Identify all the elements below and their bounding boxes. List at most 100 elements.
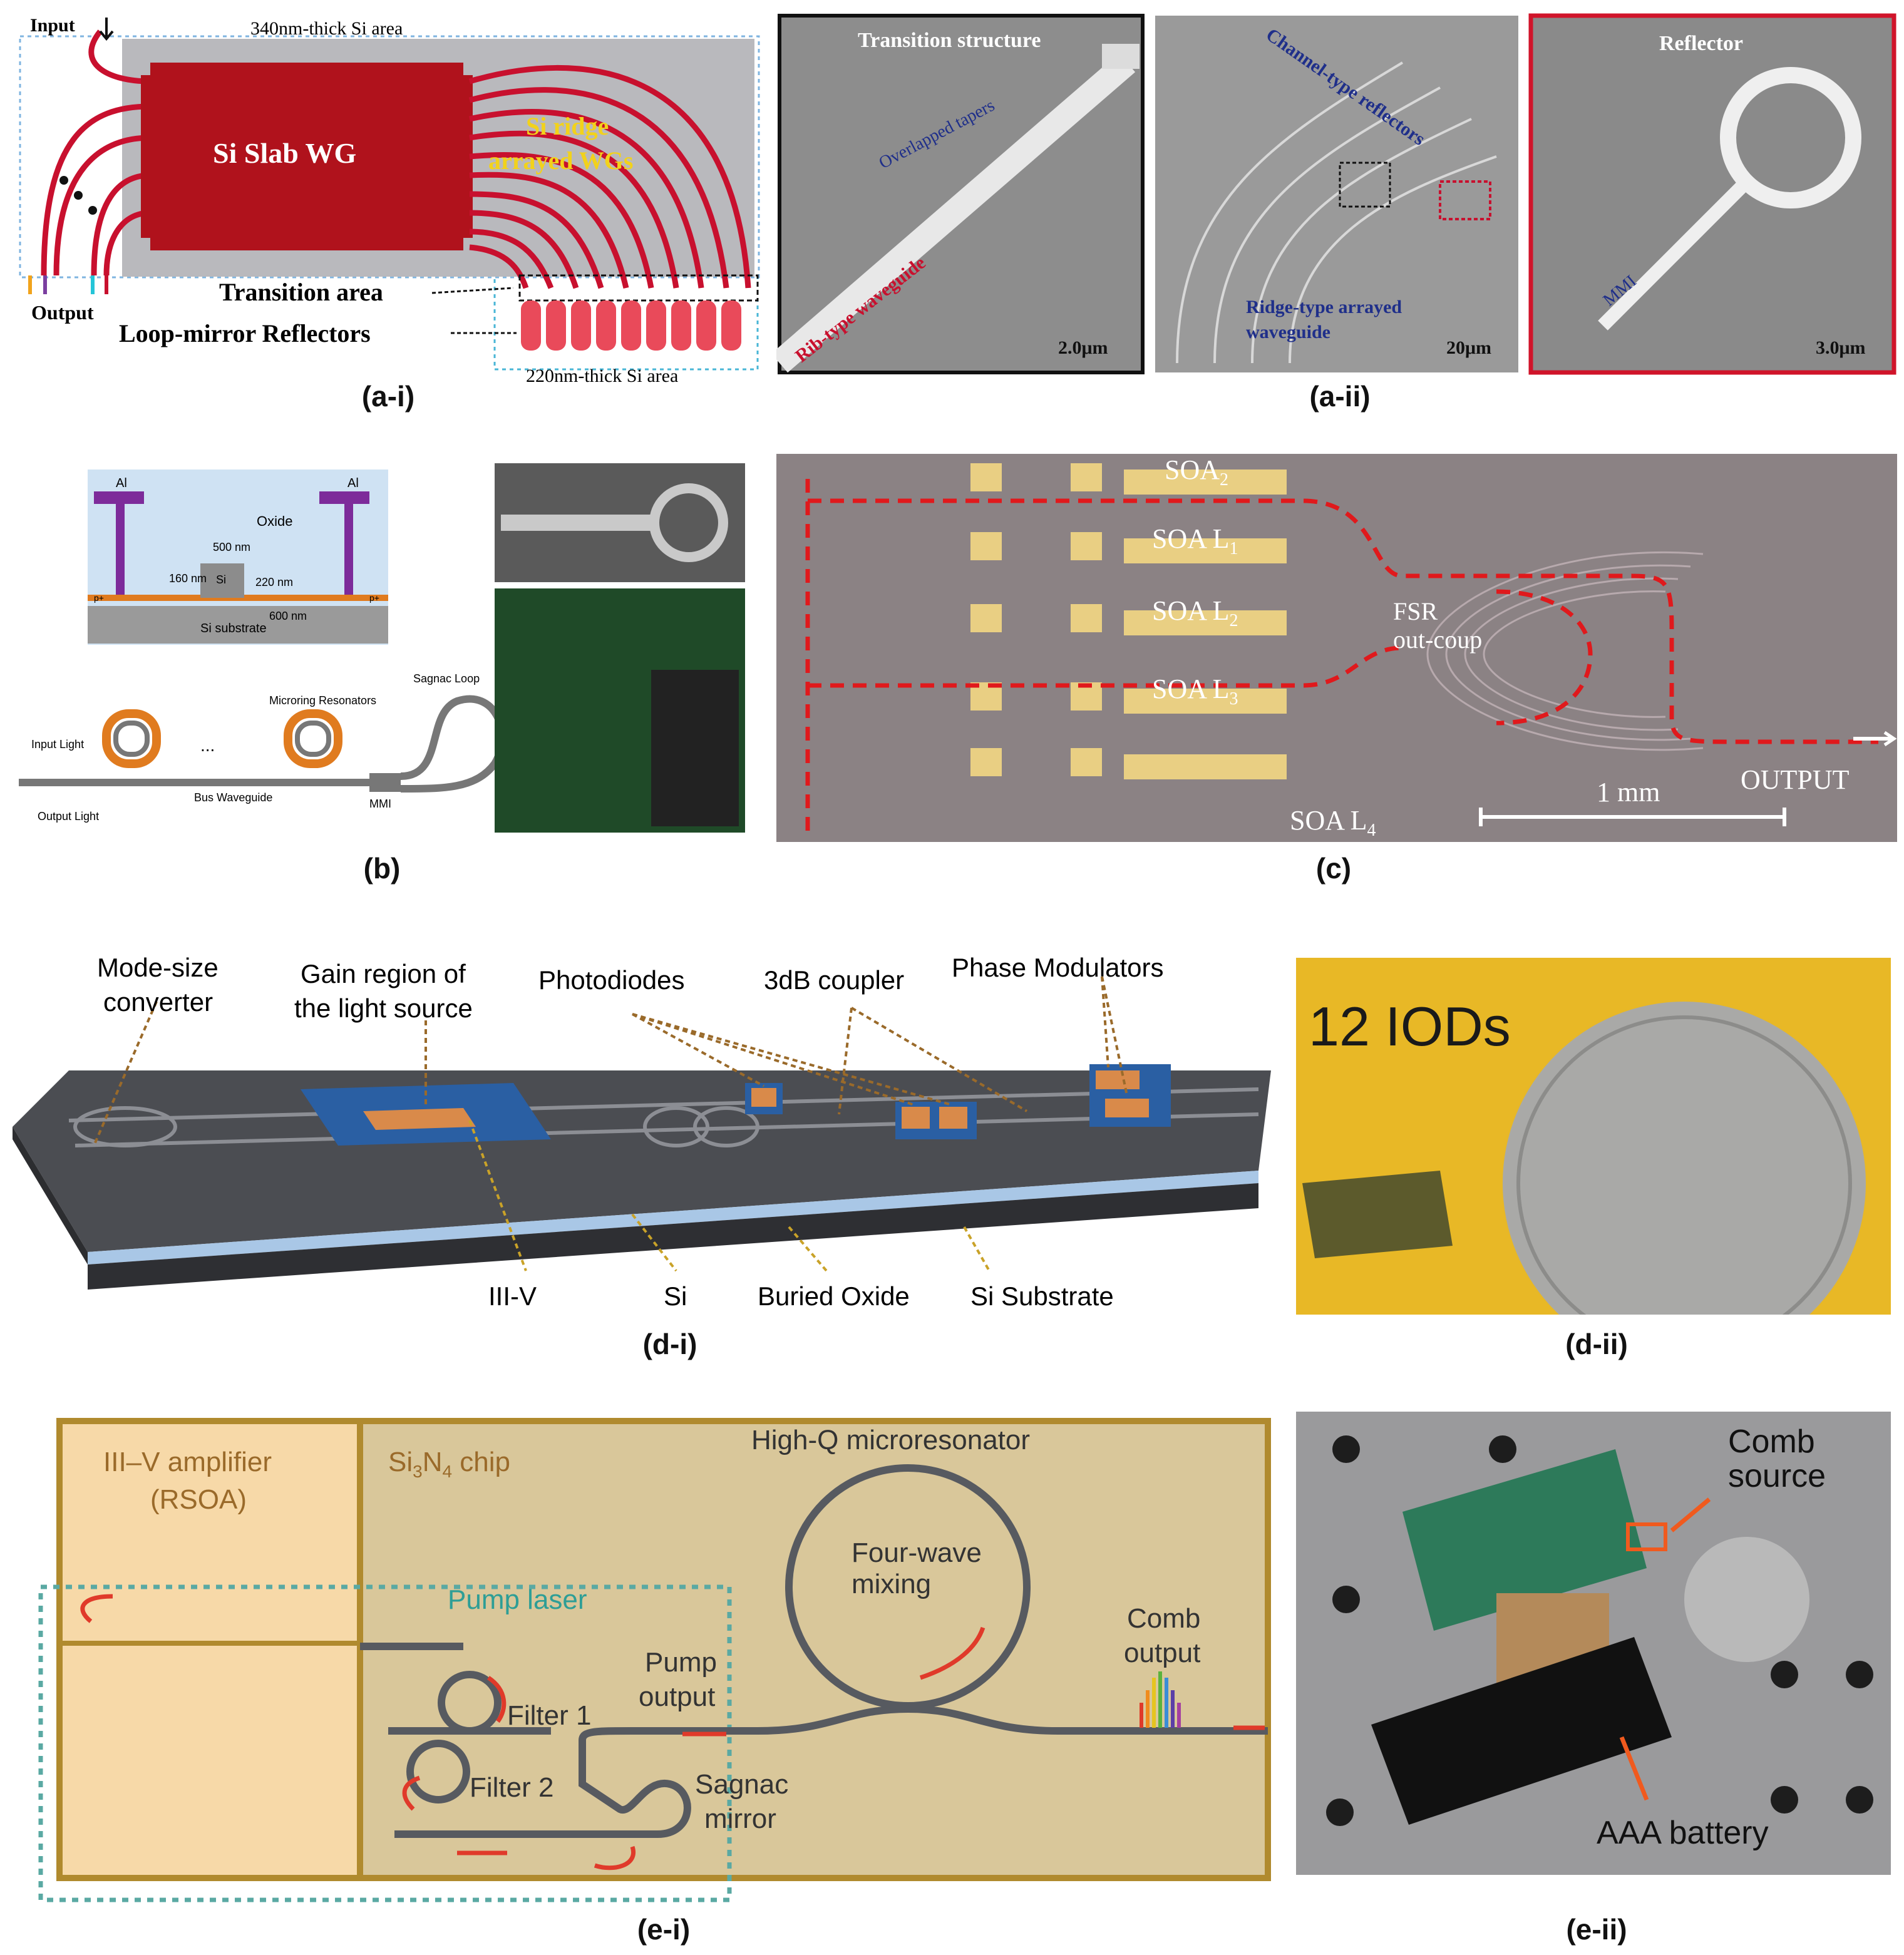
- scale-label: 1 mm: [1597, 777, 1660, 808]
- sem-reflector-image: [1528, 13, 1896, 375]
- microring-resonators: [102, 709, 342, 768]
- mmi-block: [369, 773, 401, 792]
- width-600-label: 600 nm: [269, 610, 307, 622]
- panel-a-i-diagram: Input 340nm-thick Si area Si Slab WG Si …: [19, 15, 760, 386]
- pcb-board: [1402, 1449, 1647, 1631]
- reflector-loop: [1720, 67, 1861, 208]
- channel-reflector-lines: [1176, 61, 1497, 364]
- output-label: Output: [31, 301, 94, 324]
- phase-modulator-1: [1096, 1070, 1140, 1089]
- p-plus-left-label: p+: [94, 593, 104, 603]
- rib-waveguide-shape: [776, 53, 1136, 373]
- height-160-label: 160 nm: [169, 572, 207, 585]
- reflectors-label: Loop-mirror Reflectors: [119, 319, 371, 347]
- si-label: Si: [664, 1281, 687, 1311]
- width-500-label: 500 nm: [213, 541, 250, 553]
- sagnac-label: Sagnac Loop: [413, 672, 480, 685]
- ridge-arrayed-waveguides: [468, 64, 751, 289]
- amplifier-label-2: (RSOA): [150, 1484, 247, 1515]
- soa-l4-label: SOA L4: [1290, 805, 1376, 840]
- chip-photo-background: [776, 454, 1897, 842]
- ridge-label-line2: arrayed WGs: [488, 146, 633, 175]
- soa-pads: [970, 463, 1287, 779]
- fsr-label-1: FSR: [1393, 597, 1438, 625]
- input-light-label: Input Light: [31, 738, 84, 751]
- coin-rim: [1516, 1015, 1852, 1315]
- input-arrow-icon: [99, 18, 114, 41]
- top-area-label: 340nm-thick Si area: [250, 18, 403, 39]
- transition-leader: [431, 287, 514, 294]
- comb-source-arrow: [1670, 1497, 1711, 1532]
- caption-d-ii: (d-ii): [1565, 1328, 1628, 1360]
- microring-label: Microring Resonators: [269, 694, 376, 707]
- al-right-label: Al: [347, 476, 359, 490]
- height-220-label: 220 nm: [255, 576, 293, 588]
- output-label: OUTPUT: [1741, 764, 1850, 795]
- photo-inset: [651, 670, 739, 826]
- battery-arrow: [1619, 1736, 1649, 1801]
- iod-chip: [1302, 1171, 1453, 1258]
- soa-l3-label: SOA L3: [1152, 674, 1238, 709]
- mode-size-label-1: Mode-size: [97, 953, 219, 982]
- ellipsis-dots: [59, 176, 97, 215]
- chip-waveguides: [360, 1464, 1268, 1838]
- quarter-coin: [1684, 1537, 1809, 1662]
- caption-c: (c): [1315, 852, 1352, 885]
- sagnac-label-1: Sagnac: [695, 1769, 788, 1800]
- photodiode-3: [939, 1107, 967, 1129]
- output-waveguides: [41, 29, 151, 276]
- panel-d-ii-photo: 12 IODs: [1296, 958, 1891, 1315]
- si-waveguide-core: [200, 563, 244, 598]
- buried-oxide-label: Buried Oxide: [758, 1281, 910, 1311]
- ridge-arrayed-label-2: waveguide: [1246, 322, 1330, 342]
- comb-source-label-2: source: [1728, 1458, 1826, 1494]
- substrate-label: Si substrate: [200, 622, 267, 635]
- comb-output-label-2: output: [1124, 1638, 1200, 1668]
- al-contacts: [94, 491, 369, 595]
- phase-mod-label: Phase Modulators: [952, 953, 1164, 982]
- sagnac-label-2: mirror: [704, 1804, 776, 1834]
- aaa-battery-label: AAA battery: [1597, 1815, 1769, 1851]
- oxide-label: Oxide: [257, 513, 292, 529]
- gain-label-1: Gain region of: [301, 959, 466, 988]
- fwm-label-1: Four-wave: [852, 1537, 982, 1568]
- buried-oxide-layer: [88, 1171, 1258, 1265]
- quarter-coin: [1503, 1002, 1866, 1315]
- ridge-arrayed-label-1: Ridge-type arrayed: [1246, 297, 1402, 317]
- slab-label: Si Slab WG: [213, 137, 356, 169]
- p-plus-right-label: p+: [369, 593, 379, 603]
- scale-bar-3: 3.0μm: [1816, 337, 1866, 358]
- si-core-label: Si: [216, 573, 226, 586]
- zoom-box-black: [1339, 162, 1391, 208]
- amplifier-label-1: III–V amplifier: [103, 1447, 272, 1477]
- bus-waveguide-label: Bus Waveguide: [194, 791, 272, 804]
- soa2-label: SOA2: [1165, 454, 1228, 490]
- filter1-label: Filter 1: [507, 1700, 591, 1731]
- si-substrate: [88, 606, 388, 644]
- sagnac-loop: [400, 695, 506, 793]
- gain-region-block: [363, 1108, 476, 1130]
- leader-lines: [93, 976, 1128, 1272]
- loop-mirror-reflectors: [521, 300, 741, 351]
- comb-output-label-1: Comb: [1127, 1603, 1200, 1634]
- caption-e-ii: (e-ii): [1566, 1913, 1627, 1946]
- output-light-label: Output Light: [38, 810, 99, 823]
- panel-e-ii-photo: Comb source AAA battery: [1296, 1412, 1891, 1875]
- coupler-label: 3dB coupler: [764, 965, 904, 995]
- filter2-label: Filter 2: [470, 1772, 553, 1803]
- pump-output-label-1: Pump: [645, 1647, 717, 1678]
- comb-source-box: [1626, 1522, 1667, 1551]
- pump-output-label-2: output: [639, 1681, 715, 1712]
- iods-label: 12 IODs: [1309, 995, 1511, 1057]
- microresonator-label: High-Q microresonator: [751, 1425, 1030, 1455]
- taper-pad: [1102, 44, 1140, 69]
- photodiodes-label: Photodiodes: [538, 965, 685, 995]
- comb-source-label-1: Comb: [1728, 1424, 1815, 1460]
- panel-e-i-diagram: III–V amplifier (RSOA) Si3N4 chip High-Q…: [38, 1418, 1271, 1902]
- area-340nm-outline: [19, 35, 760, 279]
- si-slab-waveguide: [150, 63, 463, 250]
- panel-c-chip-photo: SOA2 SOA L1 SOA L2 SOA L3 SOA L4 FSR out…: [776, 454, 1897, 842]
- ellipsis: ...: [200, 736, 215, 755]
- soa-l1-label: SOA L1: [1152, 523, 1238, 558]
- silicon-waveguides: [68, 1087, 1259, 1147]
